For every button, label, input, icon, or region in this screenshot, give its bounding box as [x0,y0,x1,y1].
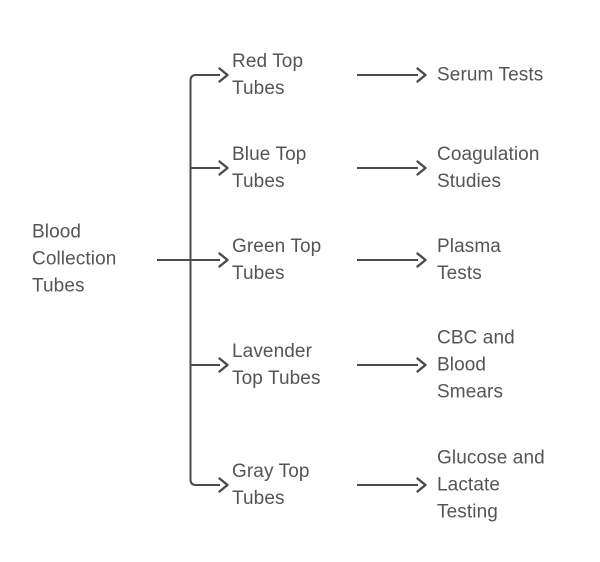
node-blood-collection-tubes: Blood Collection Tubes [32,221,117,297]
node-serum-tests: Serum Tests [437,64,544,86]
node-red-top-tubes: Red Top Tubes [232,51,304,99]
branch-arrowhead-3 [218,252,229,268]
branch-arrowhead-1 [218,67,229,83]
branch-arrowhead-5 [218,477,229,493]
test-arrowhead-5 [416,477,427,493]
branch-arrowhead-2 [218,160,229,176]
node-glucose-and-lactate-testing: Glucose and Lactate Testing [437,447,545,523]
node-coagulation-studies: Coagulation Studies [437,144,540,192]
test-arrowhead-4 [416,357,427,373]
branch-arrowhead-4 [218,357,229,373]
test-arrowhead-1 [416,67,427,83]
node-cbc-and-blood-smears: CBC and Blood Smears [437,327,515,403]
test-arrowhead-2 [416,160,427,176]
node-lavender-top-tubes: Lavender Top Tubes [232,341,321,389]
node-gray-top-tubes: Gray Top Tubes [232,461,310,509]
node-plasma-tests: Plasma Tests [437,236,501,284]
test-arrowhead-3 [416,252,427,268]
node-blue-top-tubes: Blue Top Tubes [232,144,307,192]
node-green-top-tubes: Green Top Tubes [232,236,322,284]
spine-line [189,74,220,486]
